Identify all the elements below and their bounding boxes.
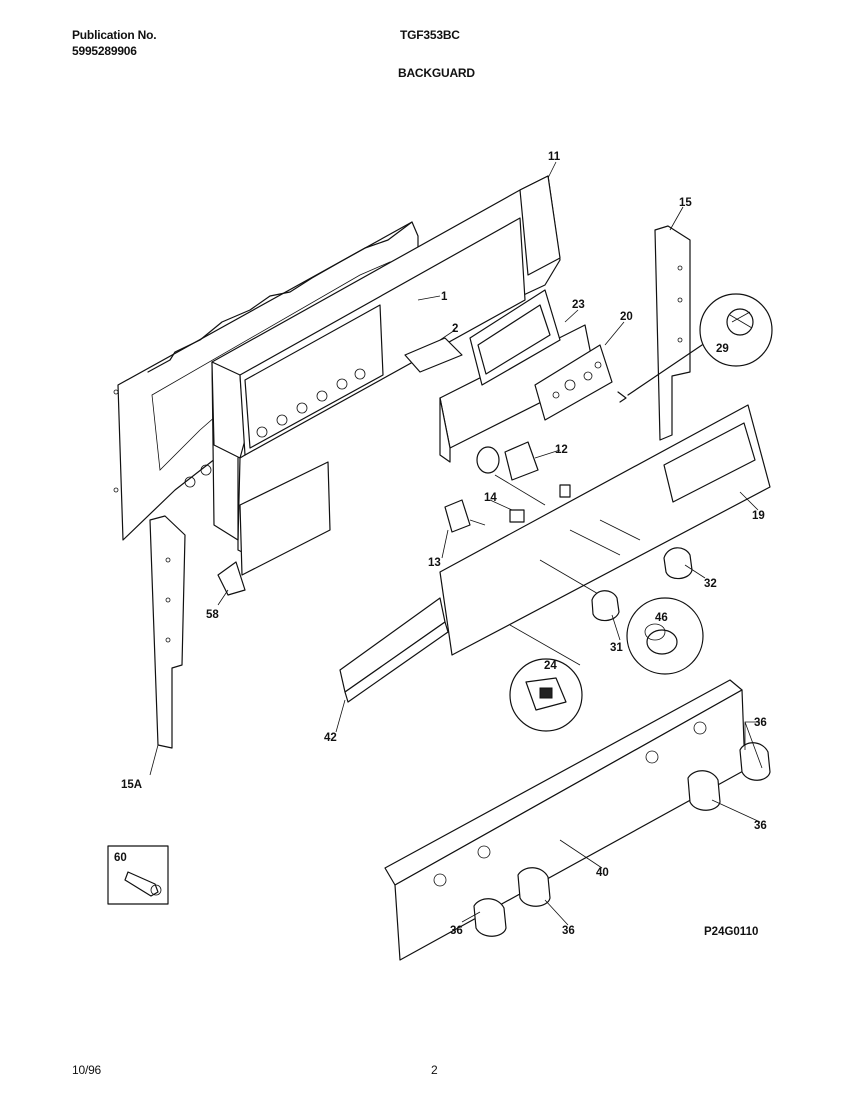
callout-11: 11	[548, 151, 561, 163]
callout-2: 2	[452, 323, 458, 335]
callout-60: 60	[114, 852, 127, 864]
right-side-bracket	[654, 225, 691, 441]
knobs-small	[591, 547, 693, 622]
publication-number: 5995289906	[72, 44, 137, 58]
callout-58: 58	[206, 609, 219, 621]
callout-labels: 11 1 2 15 23 20 29 12 14 13 58 19 32 46 …	[114, 151, 767, 938]
callout-13: 13	[428, 557, 441, 569]
callout-19: 19	[752, 510, 765, 522]
callout-23: 23	[572, 299, 585, 311]
callout-42: 42	[324, 732, 337, 744]
publication-label: Publication No.	[72, 28, 157, 42]
callout-24: 24	[544, 660, 557, 672]
left-side-bracket	[149, 515, 186, 749]
callout-29: 29	[716, 343, 729, 355]
callout-36-top: 36	[754, 717, 767, 729]
switch-parts	[476, 441, 571, 523]
callout-20: 20	[620, 311, 633, 323]
relay-13	[444, 499, 486, 533]
console-panel	[439, 289, 596, 463]
callout-38: 36	[562, 925, 575, 937]
callout-31: 31	[610, 642, 623, 654]
trim-rail	[339, 597, 449, 703]
callout-15a: 15A	[121, 779, 142, 791]
callout-36-left: 36	[450, 925, 463, 937]
callout-40: 40	[596, 867, 609, 879]
page-number: 2	[431, 1063, 438, 1077]
callout-46: 46	[655, 612, 668, 624]
burner-knobs	[473, 742, 771, 937]
section-title: BACKGUARD	[398, 66, 475, 80]
callout-12: 12	[555, 444, 568, 456]
clock-knob-detail	[627, 293, 773, 396]
diagram-code: P24G0110	[704, 926, 758, 938]
callout-1: 1	[441, 291, 448, 303]
backguard-frame	[184, 175, 561, 596]
part-2-channel	[404, 337, 463, 373]
model-number: TGF353BC	[400, 28, 460, 42]
screw-60-box	[107, 845, 169, 905]
button-detail-46	[626, 597, 704, 675]
glass-panel	[439, 404, 771, 656]
callout-32: 32	[704, 578, 717, 590]
leader-lines	[149, 161, 763, 926]
control-module	[534, 344, 627, 421]
manifold-panel	[384, 679, 746, 961]
callout-36-right: 36	[754, 820, 767, 832]
rocker-switch-detail-24	[509, 624, 583, 732]
callout-15: 15	[679, 197, 692, 209]
callout-14: 14	[484, 492, 497, 504]
footer-date: 10/96	[72, 1063, 102, 1077]
